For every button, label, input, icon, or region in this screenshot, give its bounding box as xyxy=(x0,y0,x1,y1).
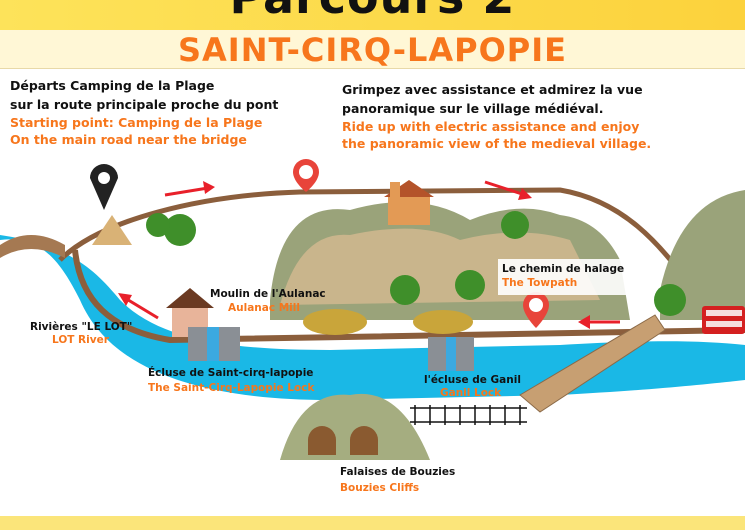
towpath-label-fr: Le chemin de halage xyxy=(502,263,624,275)
lock2-label-fr: l'écluse de Ganil xyxy=(424,374,521,386)
vineyard-icon xyxy=(413,310,473,334)
church-icon xyxy=(384,180,434,225)
cliffs-label-fr: Falaises de Bouzies xyxy=(340,466,455,478)
cliffs-label-en: Bouzies Cliffs xyxy=(340,482,419,494)
header-banner: Parcours 2 xyxy=(0,0,745,30)
intro-left-fr-2: sur la route principale proche du pont xyxy=(10,97,279,112)
railway xyxy=(410,405,527,425)
lock1-label-fr: Écluse de Saint-cirq-lapopie xyxy=(148,366,313,379)
village-title: SAINT-CIRQ-LAPOPIE xyxy=(177,31,568,69)
stone-bridge xyxy=(519,314,666,413)
river-label-fr: Rivières "LE LOT" xyxy=(30,321,132,333)
lock2-label-en: Ganil Lock xyxy=(440,387,502,399)
lock-icon xyxy=(428,337,474,371)
intro-left-en-1: Starting point: Camping de la Plage xyxy=(10,115,263,130)
title-band: SAINT-CIRQ-LAPOPIE xyxy=(0,30,745,69)
trees xyxy=(146,211,686,316)
tunnel-icon xyxy=(308,426,378,455)
small-bridge xyxy=(0,235,65,258)
bus-icon xyxy=(702,306,745,334)
intro-left: Départs Camping de la Plage sur la route… xyxy=(10,76,278,148)
lock-icon xyxy=(188,327,240,361)
intro-right: Grimpez avec assistance et admirez la vu… xyxy=(342,80,651,152)
footer-band xyxy=(0,516,745,530)
checkpoint-pin-icon xyxy=(293,159,319,192)
lot-river xyxy=(0,235,745,400)
towpath-label-en: The Towpath xyxy=(502,277,577,289)
lock1-label-en: The Saint-Cirq-Lapopie Lock xyxy=(148,382,315,394)
intro-right-en-1: Ride up with electric assistance and enj… xyxy=(342,119,640,134)
intro-left-en-2: On the main road near the bridge xyxy=(10,132,247,147)
intro-left-fr-1: Départs Camping de la Plage xyxy=(10,78,215,93)
camping-icon xyxy=(90,164,132,245)
towpath-label-bg xyxy=(498,259,628,295)
vineyard-icon xyxy=(303,309,367,335)
mill-label-en: Aulanac Mill xyxy=(228,302,300,314)
direction-arrows xyxy=(118,180,620,329)
route-title: Parcours 2 xyxy=(0,0,745,24)
mill-label-fr: Moulin de l'Aulanac xyxy=(210,288,326,300)
upper-road xyxy=(72,249,745,344)
intro-right-fr-1: Grimpez avec assistance et admirez la vu… xyxy=(342,82,643,97)
river-label-en: LOT River xyxy=(52,334,110,346)
intro-right-fr-2: panoramique sur le village médiéval. xyxy=(342,101,604,116)
towpath-pin-icon xyxy=(523,292,549,328)
intro-right-en-2: the panoramic view of the medieval villa… xyxy=(342,136,652,151)
